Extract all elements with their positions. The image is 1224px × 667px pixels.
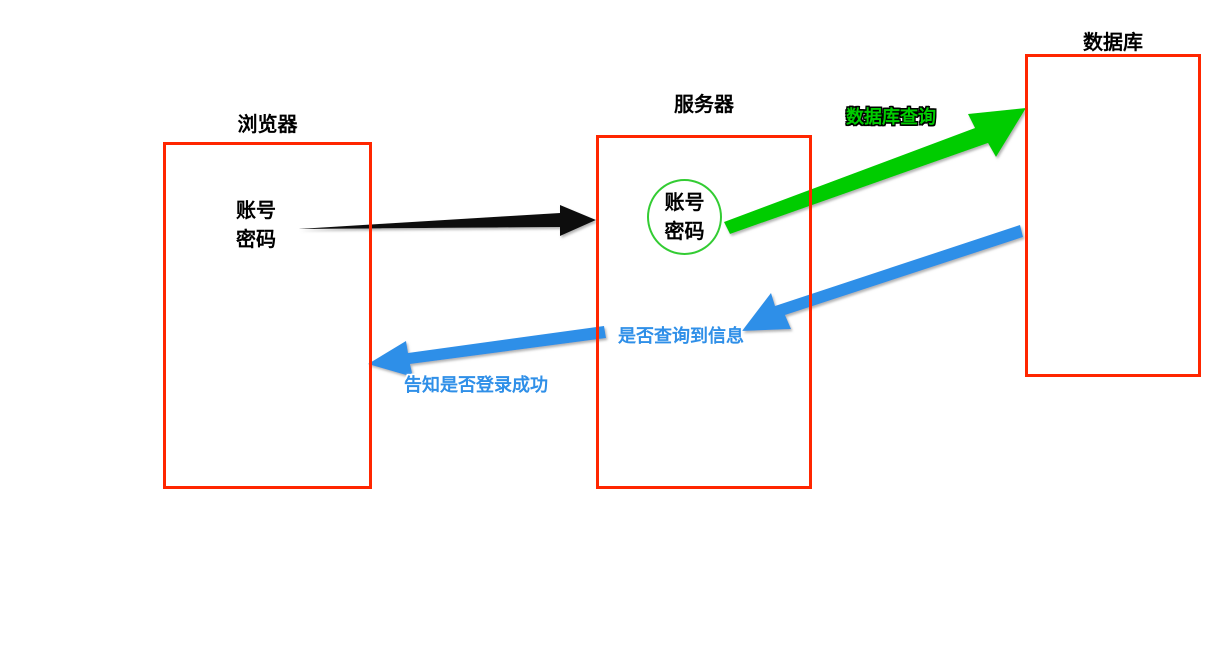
browser-node-box [163, 142, 372, 489]
browser-credentials-account: 账号 [236, 198, 276, 222]
database-node-box [1025, 54, 1201, 377]
server-node-title: 服务器 [674, 92, 734, 116]
arrow-label-database-query: 数据库查询 [846, 107, 936, 128]
server-node-box [596, 135, 812, 489]
arrow-label-query-result: 是否查询到信息 [618, 326, 744, 347]
database-node-title: 数据库 [1083, 30, 1143, 54]
server-credentials-password: 密码 [664, 219, 705, 243]
server-credentials-account: 账号 [664, 190, 705, 214]
arrow-credentials-to-server [298, 205, 596, 236]
browser-credentials-password: 密码 [236, 227, 276, 251]
arrow-label-login-result: 告知是否登录成功 [404, 375, 548, 396]
arrow-query-result [742, 225, 1023, 331]
browser-node-title: 浏览器 [237, 112, 298, 136]
arrow-login-result [368, 326, 606, 377]
arrow-database-query [724, 108, 1026, 234]
server-credentials-circle: 账号 密码 [647, 179, 722, 255]
